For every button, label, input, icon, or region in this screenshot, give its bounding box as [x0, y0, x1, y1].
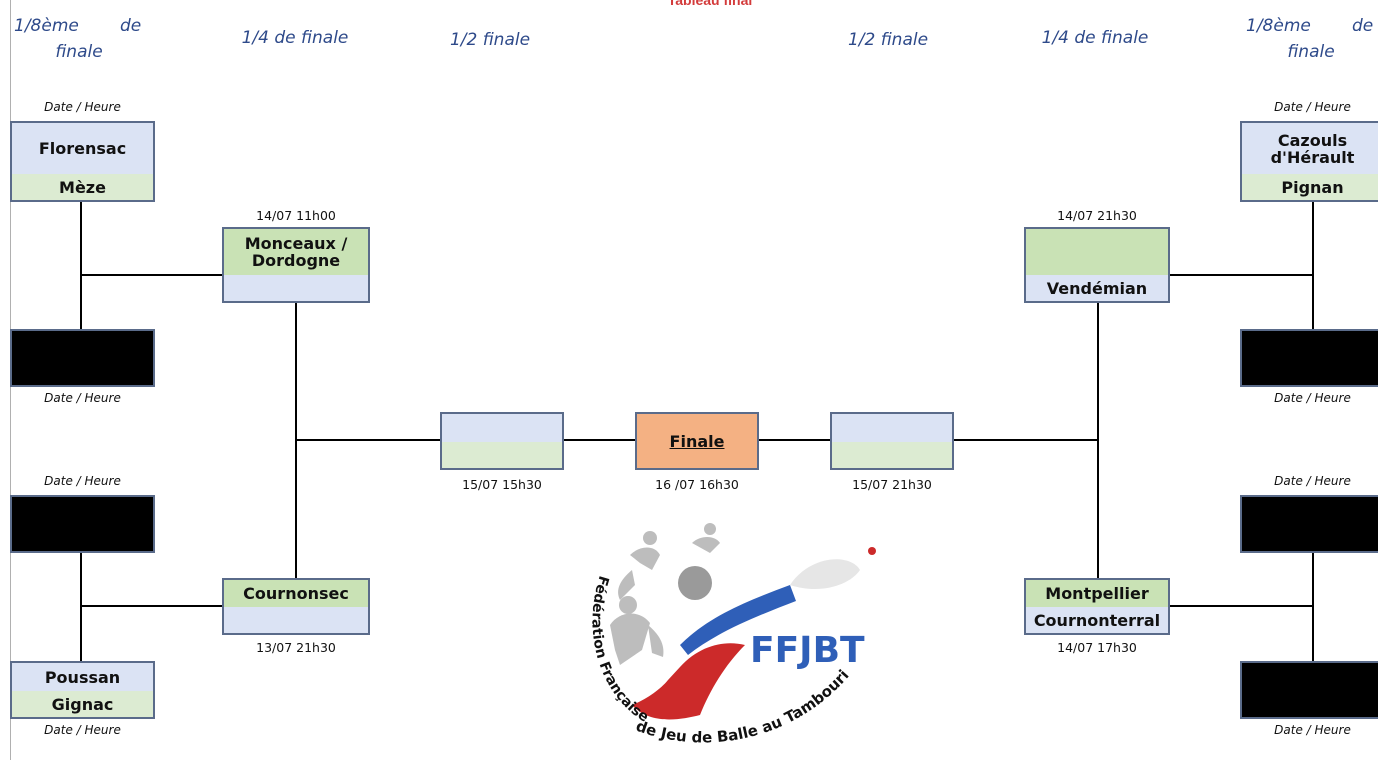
connector-line [564, 439, 635, 441]
left-r16-match-4: Poussan Gignac [10, 661, 155, 719]
connector-line [954, 439, 1098, 441]
right-qf-match-bottom: Montpellier Cournonterral [1024, 578, 1170, 635]
right-qf-bottom-schedule: 14/07 17h30 [1057, 640, 1137, 655]
left-qf-bottom-schedule: 13/07 21h30 [256, 640, 336, 655]
left-qf-match-top: Monceaux / Dordogne [222, 227, 370, 303]
right-r16-match-4 [1240, 661, 1378, 719]
header-right-sf: 1/2 finale [847, 30, 929, 50]
left-qf-top-team2 [224, 275, 368, 301]
right-sf-team1 [832, 414, 952, 442]
left-qf-bottom-team1: Cournonsec [224, 580, 368, 607]
left-r16-match-2 [10, 329, 155, 387]
left-sf-schedule: 15/07 15h30 [462, 477, 542, 492]
right-sf-match [830, 412, 954, 470]
final-match: Finale [635, 412, 759, 470]
page-title: Tableau final [667, 0, 753, 8]
connector-line [80, 605, 223, 607]
header-left-r16-word3: finale [55, 42, 103, 62]
right-r16-m4-date: Date / Heure [1274, 723, 1351, 737]
connector-line [80, 553, 82, 661]
right-qf-top-team2: Vendémian [1026, 275, 1168, 301]
right-r16-m1-date: Date / Heure [1274, 100, 1351, 114]
final-label: Finale [669, 431, 725, 451]
left-sf-match [440, 412, 564, 470]
left-r16-m3-date: Date / Heure [44, 474, 121, 488]
ffjbt-logo: FFJBT Fédération Française de Jeu de Bal… [560, 515, 876, 746]
right-r16-m3-date: Date / Heure [1274, 474, 1351, 488]
left-qf-bottom-team2 [224, 607, 368, 633]
connector-line [1312, 202, 1314, 329]
left-r16-m1-date: Date / Heure [44, 100, 121, 114]
left-r16-m4-team1: Poussan [12, 663, 153, 691]
logo-acronym: FFJBT [750, 630, 865, 671]
left-r16-m4-team2: Gignac [12, 691, 153, 717]
left-r16-match-3 [10, 495, 155, 553]
red-swoosh-icon [632, 643, 745, 720]
right-sf-schedule: 15/07 21h30 [852, 477, 932, 492]
players-silhouette-icon [610, 523, 720, 665]
header-right-r16-word3: finale [1287, 42, 1335, 62]
connector-line [80, 274, 223, 276]
header-right-r16-word1: 1/8ème [1246, 16, 1311, 36]
right-r16-match-1: Cazouls d'Hérault Pignan [1240, 121, 1378, 202]
connector-line [80, 202, 82, 329]
connector-line [1312, 553, 1314, 661]
right-qf-top-team1 [1026, 229, 1168, 275]
header-left-r16: 1/8ème de finale [14, 14, 144, 64]
red-dot-icon [868, 547, 876, 555]
ball-icon [678, 566, 712, 600]
header-right-r16: 1/8ème de finale [1246, 14, 1376, 64]
right-r16-match-3 [1240, 495, 1378, 553]
tambourin-icon [790, 559, 860, 590]
right-r16-match-2 [1240, 329, 1378, 387]
left-sf-team2 [442, 442, 562, 468]
header-left-r16-word1: 1/8ème [14, 16, 79, 36]
left-qf-match-bottom: Cournonsec [222, 578, 370, 635]
left-r16-m1-team2: Mèze [12, 174, 153, 200]
right-r16-m2-date: Date / Heure [1274, 391, 1351, 405]
left-r16-match-1: Florensac Mèze [10, 121, 155, 202]
left-sf-team1 [442, 414, 562, 442]
right-r16-m1-team1: Cazouls d'Hérault [1242, 123, 1378, 174]
left-r16-m2-date: Date / Heure [44, 391, 121, 405]
connector-line [1097, 303, 1099, 578]
header-left-r16-word2: de [120, 16, 142, 36]
header-left-qf: 1/4 de finale [241, 28, 349, 48]
right-sf-team2 [832, 442, 952, 468]
final-schedule: 16 /07 16h30 [655, 477, 739, 492]
connector-line [1170, 274, 1314, 276]
header-right-qf: 1/4 de finale [1041, 28, 1149, 48]
right-qf-top-schedule: 14/07 21h30 [1057, 208, 1137, 223]
left-qf-top-schedule: 14/07 11h00 [256, 208, 336, 223]
right-r16-m1-team2: Pignan [1242, 174, 1378, 200]
header-right-r16-word2: de [1352, 16, 1374, 36]
right-qf-match-top: Vendémian [1024, 227, 1170, 303]
connector-line [295, 439, 440, 441]
left-qf-top-team1: Monceaux / Dordogne [224, 229, 368, 275]
header-left-sf: 1/2 finale [449, 30, 531, 50]
blue-swoosh-icon [680, 585, 796, 655]
connector-line [759, 439, 830, 441]
left-r16-m1-team1: Florensac [12, 123, 153, 174]
left-r16-m4-date: Date / Heure [44, 723, 121, 737]
right-qf-bottom-team1: Montpellier [1026, 580, 1168, 607]
connector-line [1170, 605, 1314, 607]
right-qf-bottom-team2: Cournonterral [1026, 607, 1168, 633]
